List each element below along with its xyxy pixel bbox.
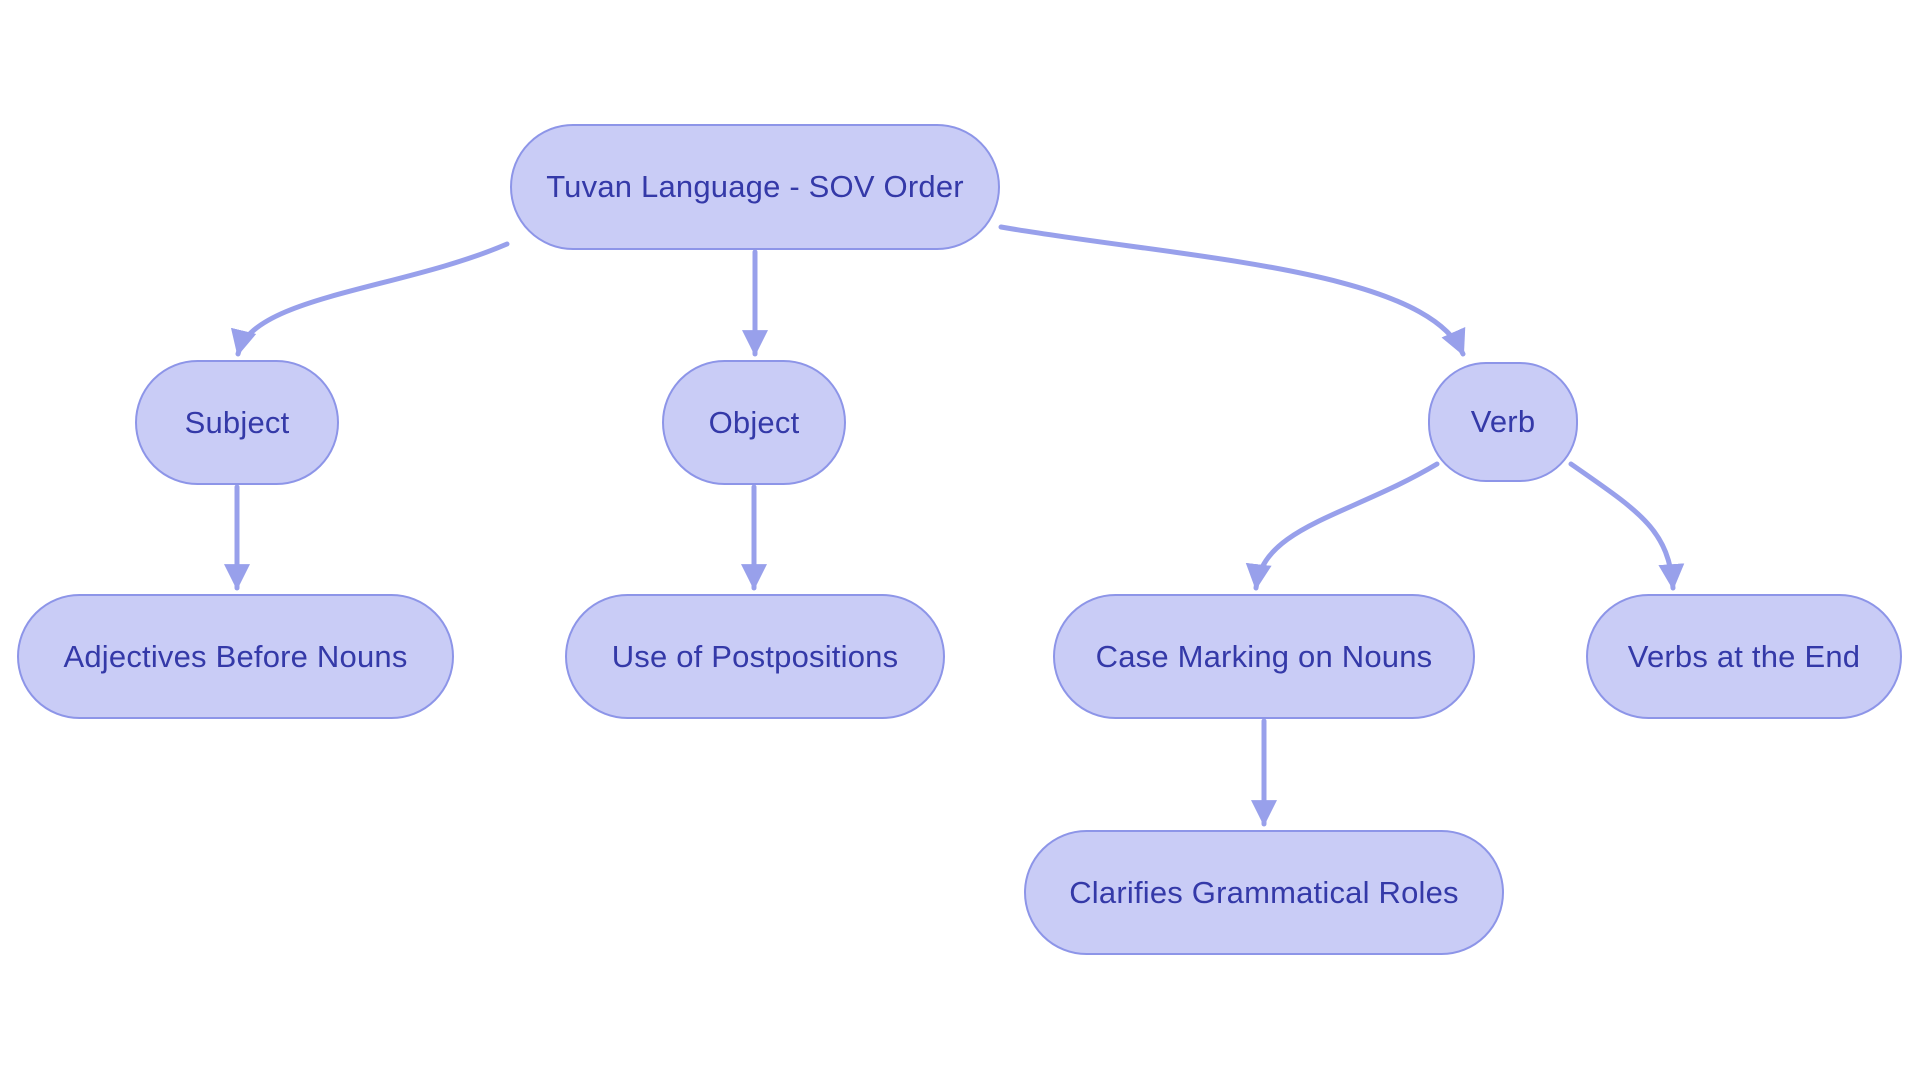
node-use-of-postpositions: Use of Postpositions [565, 594, 945, 719]
node-object: Object [662, 360, 846, 485]
node-root: Tuvan Language - SOV Order [510, 124, 1000, 250]
node-case-marking-on-nouns: Case Marking on Nouns [1053, 594, 1475, 719]
edge-root-verb [998, 224, 1466, 357]
edge-verb-case-marking [1245, 461, 1440, 591]
edge-verb-verbs-at-end [1568, 461, 1685, 591]
edge-root-subject [231, 241, 510, 357]
node-subject: Subject [135, 360, 339, 485]
node-verb: Verb [1428, 362, 1578, 482]
node-verbs-at-the-end: Verbs at the End [1586, 594, 1902, 719]
node-clarifies-grammatical-roles: Clarifies Grammatical Roles [1024, 830, 1504, 955]
node-adjectives-before-nouns: Adjectives Before Nouns [17, 594, 454, 719]
